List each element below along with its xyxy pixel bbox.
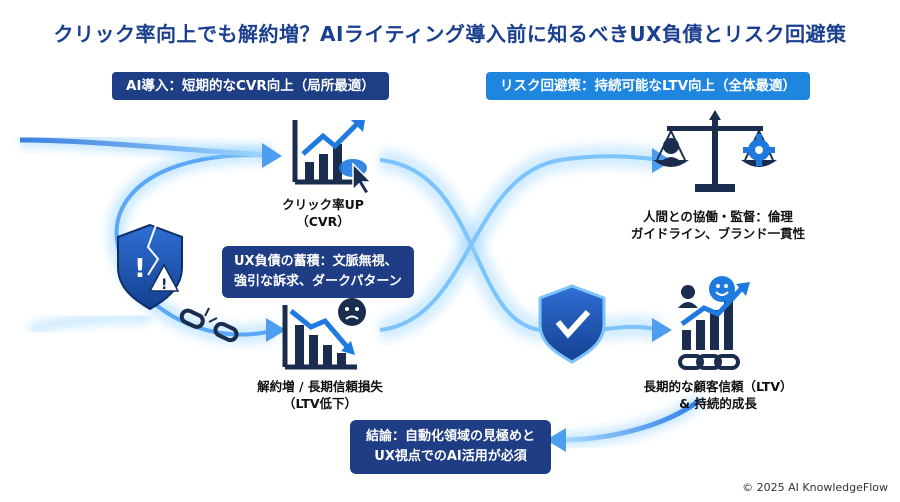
- infinity-flow: [378, 145, 672, 344]
- churn-line2: （LTV低下）: [282, 396, 358, 411]
- copyright: © 2025 AI KnowledgeFlow: [742, 481, 888, 494]
- warning-shield-icon: ! !: [117, 223, 183, 311]
- page-title: クリック率向上でも解約増？AIライティング導入前に知るべきUX負債とリスク回避策: [53, 22, 847, 46]
- collab-label: 人間との協働・監督：倫理 ガイドライン、ブランド一貫性: [628, 208, 808, 242]
- person-icon: [659, 138, 683, 164]
- collab-line1: 人間との協働・監督：倫理: [643, 209, 793, 224]
- ctr-up-line2: （CVR）: [296, 214, 350, 229]
- broken-chain-icon: [179, 307, 239, 343]
- right-header: リスク回避策：持続可能なLTV向上（全体最適）: [486, 72, 811, 100]
- gear-icon: [743, 134, 775, 166]
- chain-icon: [678, 354, 740, 370]
- ctr-up-line1: クリック率UP: [282, 197, 364, 212]
- cursor-icon: [339, 159, 373, 195]
- left-header: AI導入：短期的なCVR向上（局所最適）: [112, 72, 389, 100]
- collab-line2: ガイドライン、ブランド一貫性: [630, 226, 806, 241]
- ux-debt-line1: UX負債の蓄積：文脈無視、: [234, 254, 398, 269]
- ux-debt-box: UX負債の蓄積：文脈無視、 強引な訴求、ダークパターン: [222, 246, 414, 298]
- sad-face-icon: [338, 298, 366, 326]
- ltv-line1: 長期的な顧客信頼（LTV）: [643, 379, 793, 394]
- check-shield-icon: [538, 284, 606, 364]
- churn-label: 解約増 / 長期信頼損失 （LTV低下）: [240, 378, 400, 412]
- chart-down-icon: [282, 305, 357, 370]
- ux-debt-line2: 強引な訴求、ダークパターン: [234, 274, 402, 289]
- person-icon: [678, 285, 698, 308]
- conclusion-box: 結論：自動化領域の見極めと UX視点でのAI活用が必須: [350, 420, 552, 474]
- return-flow: [28, 313, 705, 452]
- svg-text:!: !: [161, 277, 167, 293]
- happy-face-icon: [709, 276, 735, 302]
- conclusion-line2: UX視点でのAI活用が必須: [374, 449, 527, 464]
- chart-growth-icon: [680, 282, 750, 350]
- svg-text:!: !: [134, 254, 146, 284]
- conclusion-line1: 結論：自動化領域の見極めと: [366, 429, 536, 444]
- churn-line1: 解約増 / 長期信頼損失: [257, 379, 383, 394]
- ctr-up-label: クリック率UP （CVR）: [268, 196, 378, 230]
- ltv-label: 長期的な顧客信頼（LTV） & 持続的成長: [628, 378, 808, 412]
- ltv-line2: & 持続的成長: [679, 396, 757, 411]
